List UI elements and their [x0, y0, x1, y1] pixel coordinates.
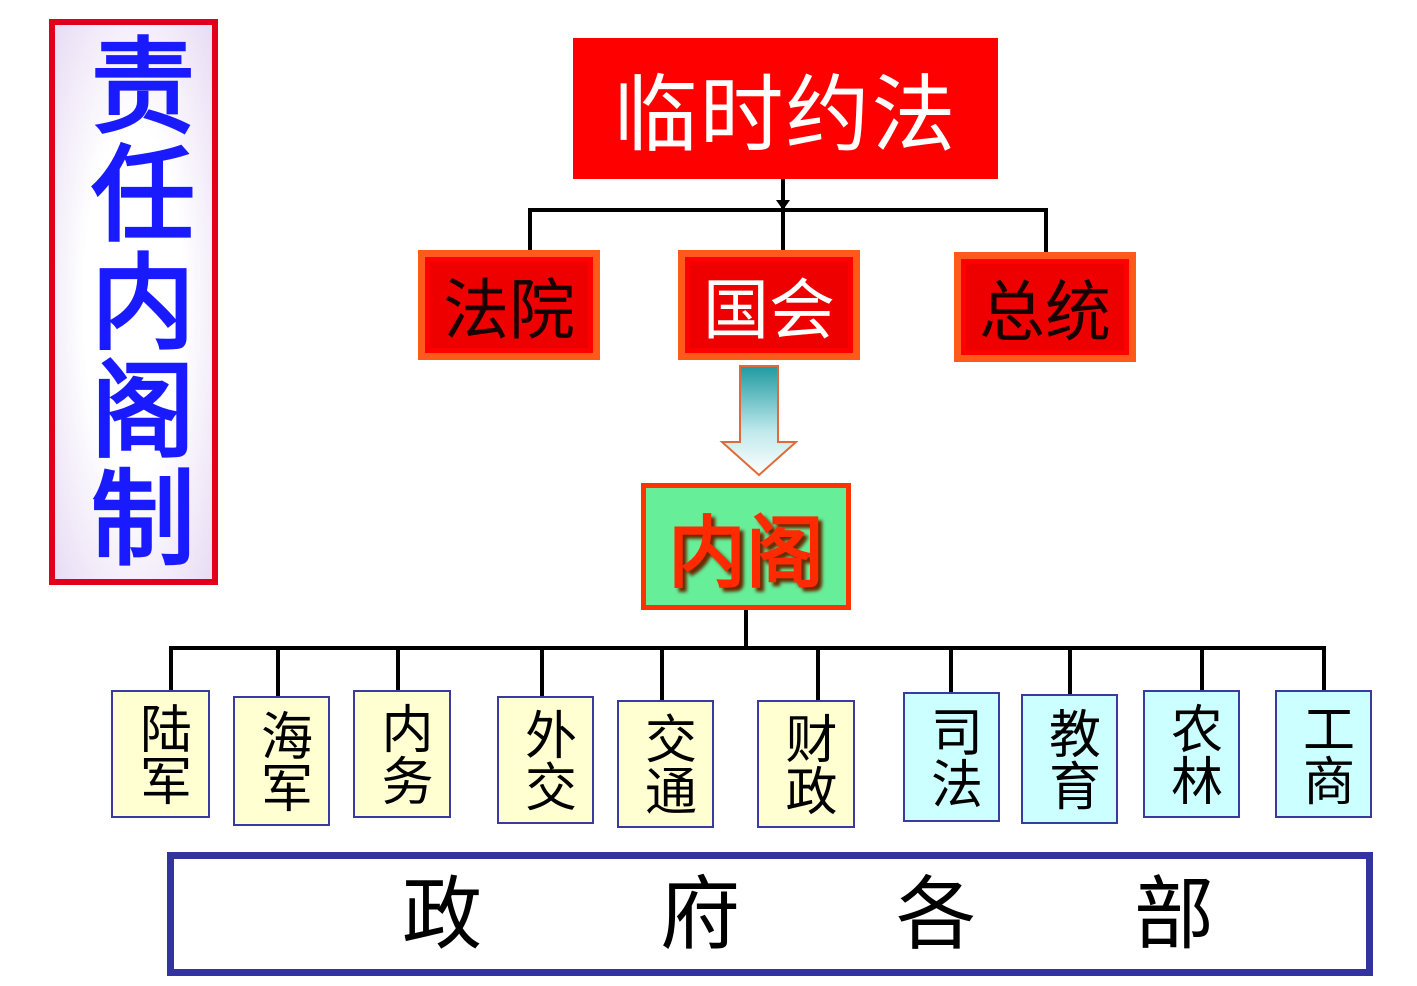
cabinet-label: 内阁 — [667, 508, 824, 599]
connector-drop-dept — [816, 646, 820, 702]
dept-foreign-affairs: 外交 — [497, 696, 594, 824]
down-arrow-icon — [719, 365, 799, 477]
connector-drop-dept — [169, 646, 173, 692]
dept-finance: 财政 — [757, 700, 855, 828]
branch-president-label: 总统 — [979, 274, 1111, 351]
dept-agriculture-forestry: 农林 — [1143, 690, 1240, 818]
dept-label: 海军 — [251, 709, 312, 813]
government-departments-box — [167, 852, 1373, 976]
connector-drop-dept — [276, 646, 280, 698]
dept-label: 外交 — [515, 708, 576, 812]
connector-drop-court — [528, 208, 532, 252]
dept-interior: 内务 — [353, 690, 451, 818]
connector-drop-dept — [1322, 646, 1326, 692]
connector-top-bar — [528, 208, 1048, 212]
connector-drop-dept — [540, 646, 544, 698]
connector-top-stem — [781, 179, 785, 211]
side-title-box: 责任内阁制 — [49, 19, 218, 585]
side-title: 责任内阁制 — [72, 32, 195, 572]
branch-parliament-label: 国会 — [703, 272, 835, 349]
government-char: 部 — [1134, 868, 1214, 961]
dept-label: 农林 — [1161, 702, 1222, 806]
connector-drop-dept — [1200, 646, 1204, 692]
connector-drop-dept — [1068, 646, 1072, 696]
connector-drop-president — [1044, 208, 1048, 252]
branch-parliament: 国会 — [678, 250, 860, 360]
government-char: 府 — [660, 868, 740, 961]
dept-label: 司法 — [921, 705, 982, 809]
cabinet-box: 内阁 — [641, 483, 851, 610]
branch-president: 总统 — [954, 252, 1136, 362]
dept-label: 教育 — [1039, 707, 1100, 811]
branch-court: 法院 — [418, 250, 600, 360]
dept-label: 内务 — [372, 702, 432, 806]
dept-label: 财政 — [776, 712, 836, 816]
dept-army: 陆军 — [111, 690, 210, 818]
connector-drop-dept — [396, 646, 400, 692]
dept-label: 交通 — [635, 712, 696, 816]
connector-dept-bar — [169, 646, 1326, 650]
branch-court-label: 法院 — [443, 272, 575, 349]
connector-drop-dept — [660, 646, 664, 702]
dept-justice: 司法 — [903, 692, 1000, 822]
dept-education: 教育 — [1021, 694, 1118, 824]
government-char: 政 — [402, 868, 482, 961]
connector-drop-parliament — [781, 208, 785, 252]
dept-navy: 海军 — [233, 696, 330, 826]
dept-transport: 交通 — [617, 700, 714, 828]
dept-label: 陆军 — [130, 702, 191, 806]
government-char: 各 — [896, 868, 976, 961]
provisional-constitution-label: 临时约法 — [613, 66, 958, 164]
dept-label: 工商 — [1293, 702, 1354, 806]
dept-industry-commerce: 工商 — [1275, 690, 1372, 818]
connector-cabinet-stem — [744, 610, 748, 650]
connector-drop-dept — [949, 646, 953, 694]
arrowhead-small — [776, 200, 790, 210]
provisional-constitution-box: 临时约法 — [573, 38, 998, 179]
